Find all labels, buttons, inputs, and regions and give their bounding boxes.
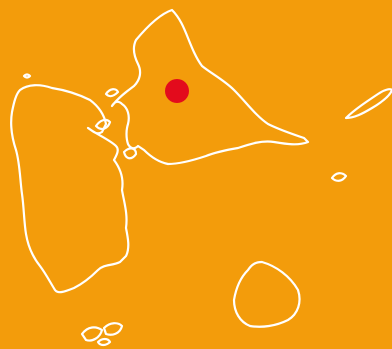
islet-northwest — [22, 73, 32, 79]
basse-terre-coastline — [10, 84, 130, 294]
les-saintes-coastline — [80, 322, 124, 347]
la-desirade-coastline — [344, 88, 392, 120]
channel-islet-north — [104, 88, 120, 98]
location-dot-icon[interactable] — [165, 79, 189, 103]
channel-islet-west — [94, 118, 112, 131]
coastlines — [10, 8, 392, 347]
grande-terre-coastline — [110, 8, 310, 166]
marie-galante-coastline — [232, 260, 301, 328]
petite-terre-coastline — [330, 172, 348, 182]
channel-islet-south — [122, 147, 138, 160]
